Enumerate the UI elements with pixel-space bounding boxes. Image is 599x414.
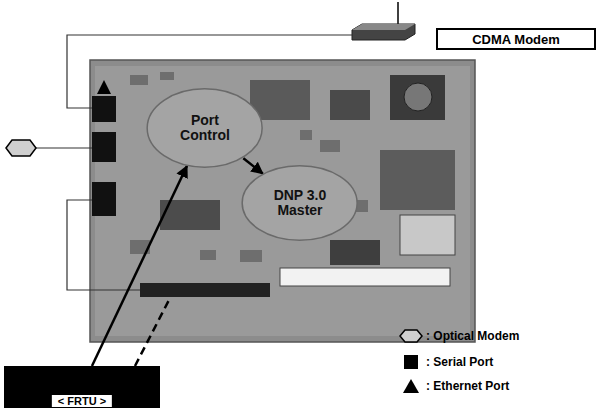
legend-triangle xyxy=(403,379,419,393)
board-surface xyxy=(95,66,470,336)
wire xyxy=(67,200,140,290)
modem-icon-top xyxy=(352,24,415,30)
module xyxy=(400,215,455,255)
components xyxy=(130,72,368,262)
device-box: < FRTU > xyxy=(4,366,160,408)
modem-box: CDMA Modem xyxy=(436,28,596,50)
wire xyxy=(36,147,92,148)
legend-hexagon xyxy=(400,330,422,342)
node-label: Port Control xyxy=(168,113,242,143)
node-label: CDMA Modem xyxy=(466,32,566,47)
legend-square xyxy=(404,355,418,369)
dashed-link xyxy=(135,298,170,366)
label-strip xyxy=(280,268,450,286)
module xyxy=(380,150,455,210)
connector-arrow xyxy=(92,166,187,366)
node-label: < FRTU > xyxy=(52,395,112,407)
pin-header xyxy=(140,283,270,297)
circuit-board xyxy=(90,60,475,342)
serial-connector xyxy=(92,182,116,216)
serial-connector xyxy=(92,132,116,162)
chip xyxy=(330,240,380,265)
coil xyxy=(404,83,432,111)
legend-text: : Ethernet Port xyxy=(426,379,509,393)
chip xyxy=(330,90,370,120)
antenna xyxy=(397,2,399,27)
optical-modem-symbol xyxy=(6,140,36,156)
legend-text: : Optical Modem xyxy=(426,329,519,343)
ethernet-connector xyxy=(92,96,116,122)
inductor xyxy=(390,75,445,120)
ethernet-port-symbol xyxy=(97,80,111,94)
process-ellipse: Port Control xyxy=(146,88,263,168)
modem-icon xyxy=(352,24,415,40)
connector-arrow xyxy=(243,158,262,173)
legend-text: : Serial Port xyxy=(426,355,493,369)
node-label: DNP 3.0 Master xyxy=(263,188,337,218)
process-ellipse: DNP 3.0 Master xyxy=(241,165,358,241)
